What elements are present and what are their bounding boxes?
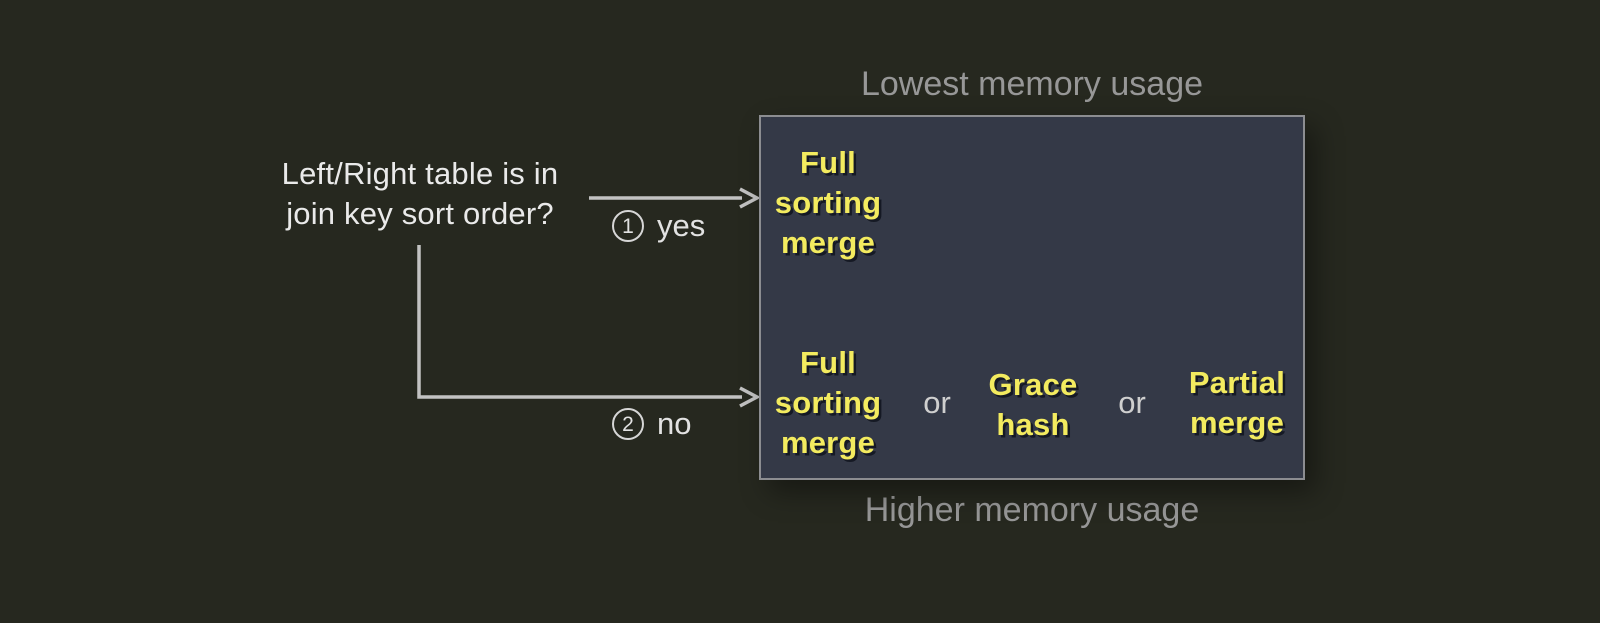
lowest-memory-caption: Lowest memory usage — [860, 65, 1204, 103]
partial-merge-option: Partial merge — [1188, 365, 1286, 440]
higher-memory-caption: Higher memory usage — [864, 491, 1200, 529]
no-label: no — [657, 406, 692, 441]
grace-hash-option: Grace hash — [988, 367, 1078, 442]
circled-1-icon: 1 — [612, 210, 644, 242]
full-sorting-merge-sorted: Full sorting merge — [774, 145, 882, 260]
or-separator-2: or — [1118, 385, 1146, 420]
no-branch-label: 2 no — [612, 406, 691, 442]
no-elbow-line — [417, 245, 742, 399]
or-separator-1: or — [923, 385, 951, 420]
algorithms-box: Full sorting merge Full sorting merge or… — [759, 115, 1305, 480]
full-sorting-merge-unsorted: Full sorting merge — [774, 345, 882, 460]
yes-label: yes — [657, 208, 706, 243]
no-arrowhead — [739, 386, 761, 408]
yes-branch-label: 1 yes — [612, 208, 705, 244]
yes-arrowhead — [739, 187, 761, 209]
circled-2-icon: 2 — [612, 408, 644, 440]
question-text: Left/Right table is in join key sort ord… — [250, 154, 590, 234]
question-line-2: join key sort order? — [286, 196, 554, 231]
question-line-1: Left/Right table is in — [281, 156, 559, 191]
